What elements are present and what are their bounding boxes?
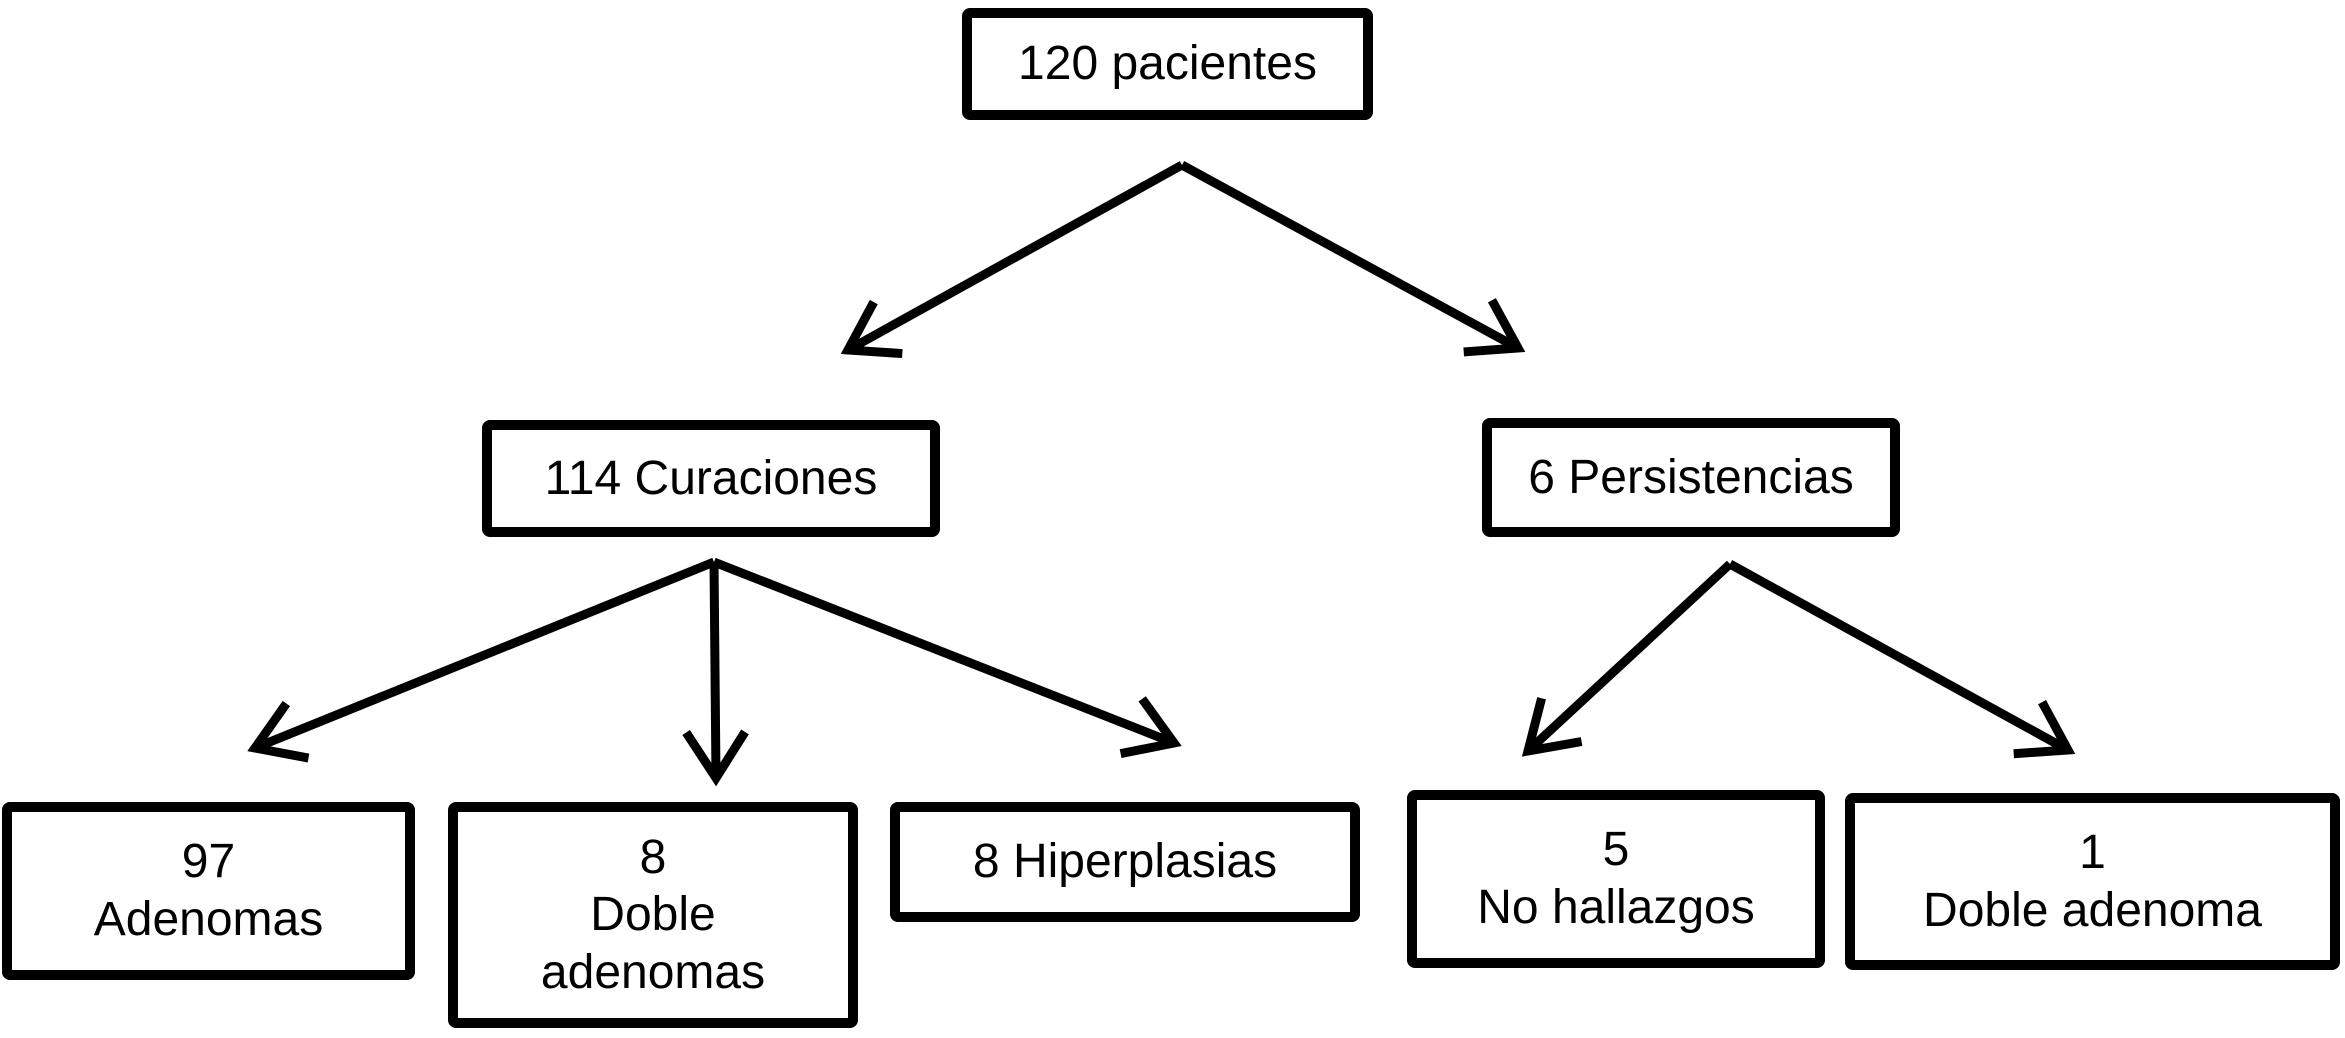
node-hiperplasias-label: 8 Hiperplasias [972,835,1278,889]
node-pacientes-label: 120 pacientes [1018,37,1317,91]
node-doble-adenomas: 8 Doble adenomas [448,802,858,1028]
node-adenomas: 97 Adenomas [2,802,415,980]
arrow-curaciones-adenomas [247,557,716,763]
node-persistencias: 6 Persistencias [1482,418,1900,537]
node-doble-adenoma-label: 1 Doble adenoma [1923,825,2262,937]
node-curaciones-label: 114 Curaciones [544,451,878,505]
node-curaciones: 114 Curaciones [482,420,940,537]
node-adenomas-label: 97 Adenomas [93,835,324,946]
arrow-curaciones-hiperplasias [712,557,1182,759]
node-doble-adenomas-label: 8 Doble adenomas [540,830,766,999]
arrow-curaciones-doble-adenomas [682,561,749,787]
node-pacientes: 120 pacientes [962,8,1373,120]
arrow-pacientes-curaciones [840,161,1185,359]
node-doble-adenoma: 1 Doble adenoma [1845,793,2340,970]
node-persistencias-label: 6 Persistencias [1528,450,1854,504]
node-no-hallazgos-label: 5 No hallazgos [1477,823,1755,934]
node-no-hallazgos: 5 No hallazgos [1407,790,1825,968]
node-hiperplasias: 8 Hiperplasias [890,802,1360,922]
arrow-persistencias-doble-adenoma [1727,560,2076,759]
arrow-persistencias-no-hallazgos [1521,560,1734,757]
arrow-pacientes-persistencias [1179,161,1526,357]
